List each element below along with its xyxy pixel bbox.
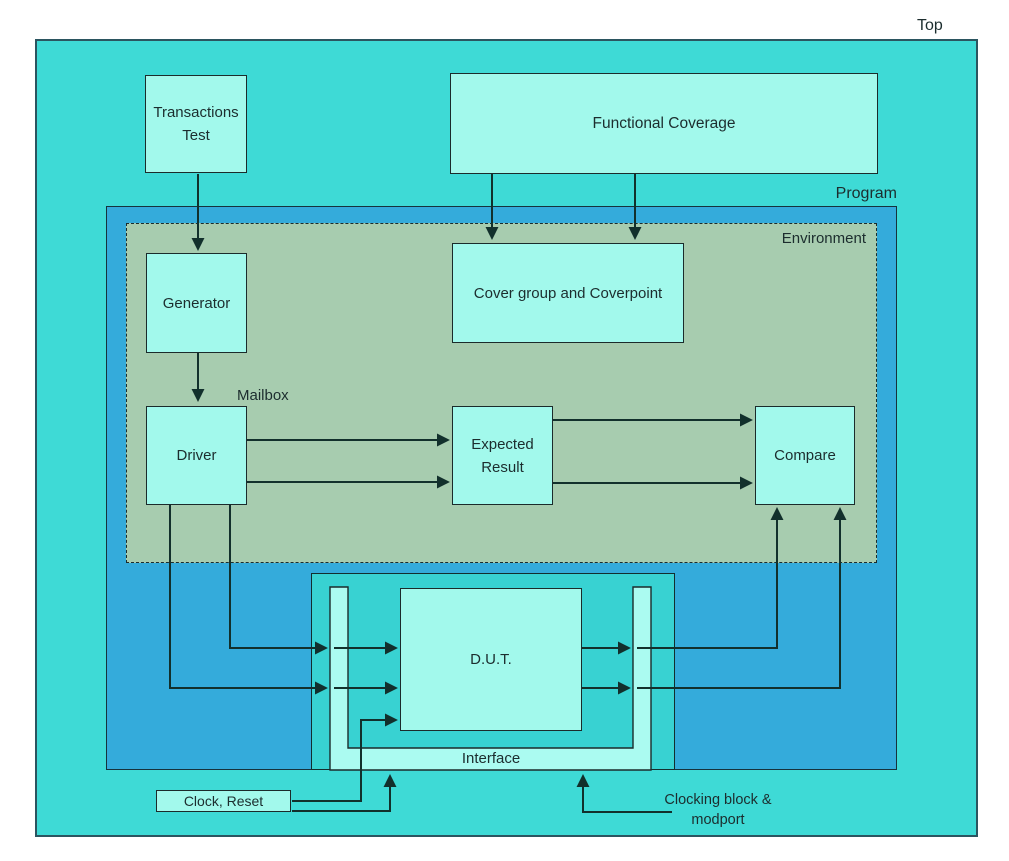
program-label: Program <box>835 185 897 202</box>
environment-label: Environment <box>781 230 866 247</box>
clocking-block-label: Clocking block & modport <box>664 792 772 828</box>
transactions-test-node: Transactions Test <box>145 75 247 173</box>
compare-node: Compare <box>755 406 855 505</box>
generator-node: Generator <box>146 253 247 353</box>
mailbox-label: Mailbox <box>237 387 289 404</box>
interface-label: Interface <box>461 750 521 767</box>
expected-result-node: Expected Result <box>452 406 553 505</box>
clock-reset-node: Clock, Reset <box>156 790 291 812</box>
top-label: Top <box>917 17 943 34</box>
cover-group-node: Cover group and Coverpoint <box>452 243 684 343</box>
driver-node: Driver <box>146 406 247 505</box>
dut-node: D.U.T. <box>400 588 582 731</box>
functional-coverage-node: Functional Coverage <box>450 73 878 174</box>
